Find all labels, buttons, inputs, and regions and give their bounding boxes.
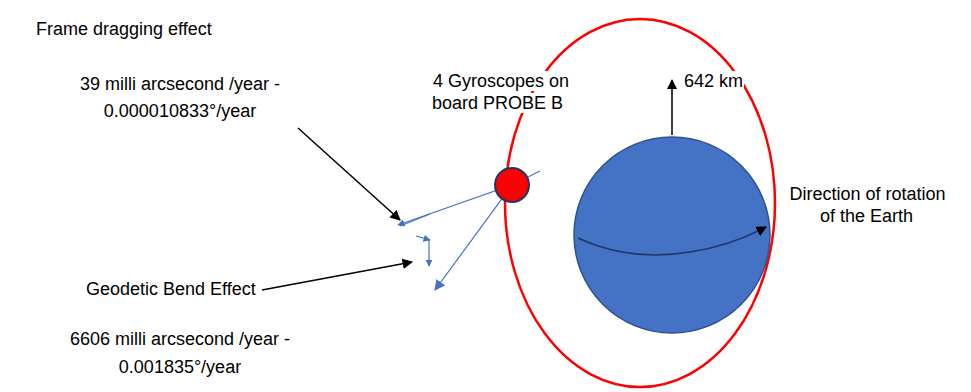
effect-title-box: Frame dragging effect	[35, 18, 295, 40]
offset-arrow	[416, 236, 430, 240]
earth-circle	[574, 137, 770, 333]
geodetic-vector	[435, 185, 512, 290]
frame-drag-offset	[400, 214, 430, 226]
frame-drag-vector	[398, 185, 512, 225]
leader-arrow	[298, 128, 400, 220]
rate-text: 39 milli arcsecond /year -	[79, 74, 281, 94]
dimension-label: 642 km	[683, 71, 744, 91]
rate-text: 6606 milli arcsecond /year -	[69, 329, 291, 349]
rotation-arrow	[578, 227, 766, 255]
effect-title-box: Geodetic Bend Effect	[85, 278, 325, 300]
rate-text-box: 39 milli arcsecond /year -	[30, 73, 330, 95]
rate-text-box: 0.000010833°/year	[30, 100, 330, 122]
effect-title: Frame dragging effect	[35, 19, 213, 39]
dimension-label-box: 642 km	[683, 70, 773, 92]
probe-label-box: 4 Gyroscopes on board PROBE B	[432, 70, 577, 114]
rate-text-box: 6606 milli arcsecond /year -	[30, 328, 330, 350]
probe-label: 4 Gyroscopes on board PROBE B	[432, 71, 569, 113]
rate-text: 0.000010833°/year	[103, 101, 257, 121]
rate-text-box: 0.001835°/year	[30, 356, 330, 378]
probe-circle	[495, 168, 529, 202]
leader-arrow	[262, 262, 412, 290]
altitude-arrow	[671, 80, 673, 135]
effect-title: Geodetic Bend Effect	[85, 279, 257, 299]
geodetic-offset	[428, 240, 429, 266]
rate-text: 0.001835°/year	[118, 357, 242, 377]
rotation-label: Direction of rotation of the Earth	[788, 184, 945, 226]
rotation-label-box: Direction of rotation of the Earth	[782, 183, 952, 227]
